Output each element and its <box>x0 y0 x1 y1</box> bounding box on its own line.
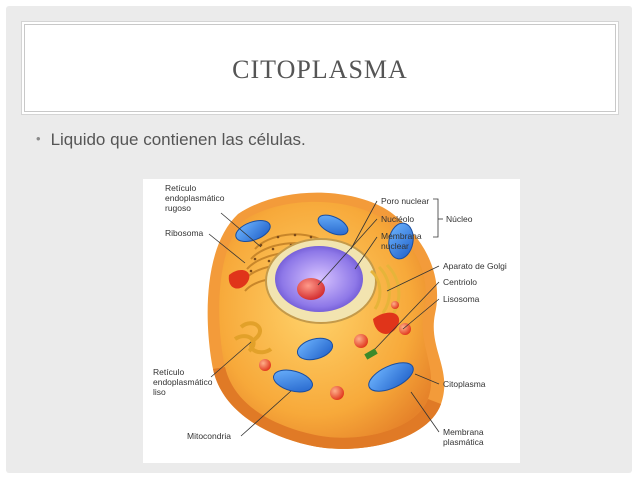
label-nucleo: Núcleo <box>446 214 473 224</box>
label-reticulo-liso-1: Retículo <box>153 367 184 377</box>
bullet-item: • Liquido que contienen las células. <box>36 130 306 150</box>
slide-title: CITOPLASMA <box>232 55 408 84</box>
animal-cell-diagram: Retículo endoplasmático rugoso Ribosoma … <box>143 179 520 463</box>
cell-illustration: Retículo endoplasmático rugoso Ribosoma … <box>153 183 507 449</box>
label-mitocondria: Mitocondria <box>187 431 231 441</box>
label-ribosoma: Ribosoma <box>165 228 204 238</box>
label-golgi: Aparato de Golgi <box>443 261 507 271</box>
golgi-apparatus <box>369 263 401 318</box>
mitochondria <box>235 214 414 393</box>
label-membrana-nuclear-2: nuclear <box>381 241 409 251</box>
label-centriolo: Centriolo <box>443 277 477 287</box>
label-membrana-plasmatica-1: Membrana <box>443 427 484 437</box>
label-membrana-nuclear-1: Membrana <box>381 231 422 241</box>
label-membrana-plasmatica-2: plasmática <box>443 437 484 447</box>
bullet-text: Liquido que contienen las células. <box>50 130 306 149</box>
label-citoplasma: Citoplasma <box>443 379 486 389</box>
leader-lines <box>208 198 443 437</box>
centriole <box>364 348 378 360</box>
slide: CITOPLASMA • Liquido que contienen las cé… <box>6 6 632 473</box>
label-reticulo-liso-3: liso <box>153 387 166 397</box>
label-reticulo-liso-2: endoplasmático <box>153 377 213 387</box>
label-reticulo-rugoso-1: Retículo <box>165 183 196 193</box>
smooth-er <box>233 321 273 355</box>
nucleus <box>265 238 377 324</box>
lysosomes <box>228 269 411 400</box>
title-box: CITOPLASMA <box>24 24 616 112</box>
label-reticulo-rugoso-3: rugoso <box>165 203 191 213</box>
label-reticulo-rugoso-2: endoplasmático <box>165 193 225 203</box>
bullet-dot-icon: • <box>36 131 41 146</box>
label-poro-nuclear: Poro nuclear <box>381 196 429 206</box>
label-lisosoma: Lisosoma <box>443 294 480 304</box>
label-nucleolo: Nucléolo <box>381 214 414 224</box>
